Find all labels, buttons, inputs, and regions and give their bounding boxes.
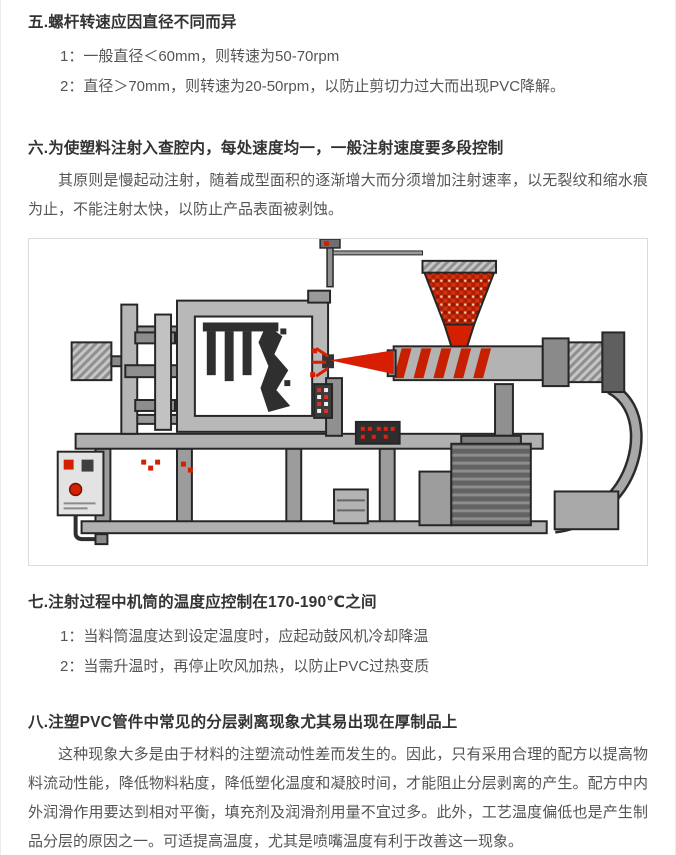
section-8-heading: 八.注塑PVC管件中常见的分层剥离现象尤其易出现在厚制品上 bbox=[28, 714, 458, 731]
hopper bbox=[319, 239, 498, 348]
list-item: 2：当需升温时，再停止吹风加热，以防止PVC过热变质 bbox=[60, 658, 430, 675]
list-item: 1：一般直径＜60mm，则转速为50-70rpm bbox=[60, 48, 340, 65]
control-pendant bbox=[313, 383, 334, 419]
rear-drive bbox=[541, 331, 626, 394]
clamping-unit bbox=[70, 303, 200, 435]
section-7-list: 1：当料筒温度达到设定温度时，应起动鼓风机冷却降温 2：当需升温时，再停止吹风加… bbox=[60, 622, 648, 682]
injection-unit bbox=[310, 345, 544, 437]
control-cabinet bbox=[56, 450, 109, 546]
hose-support-block bbox=[553, 490, 620, 531]
section-8-paragraph: 这种现象大多是由于材料的注塑流动性差而发生的。因此，只有采用合理的配方以提高物料… bbox=[28, 746, 648, 850]
section-barrel-temperature: 七.注射过程中机筒的温度应控制在170-190℃之间 1：当料筒温度达到设定温度… bbox=[28, 592, 648, 682]
section-6-paragraph: 其原则是慢起动注射，随着成型面积的逐渐增大而分须增加注射速率，以无裂纹和缩水痕为… bbox=[28, 172, 648, 218]
mold bbox=[175, 289, 335, 433]
section-injection-speed: 六.为使塑料注射入查腔内，每处速度均一，一般注射速度要多段控制 其原则是慢起动注… bbox=[28, 138, 648, 224]
section-5-heading: 五.螺杆转速应因直径不同而异 bbox=[28, 14, 237, 31]
section-screw-speed: 五.螺杆转速应因直径不同而异 1：一般直径＜60mm，则转速为50-70rpm … bbox=[28, 12, 648, 102]
display-panel bbox=[354, 420, 401, 445]
motor bbox=[418, 434, 620, 531]
section-5-list: 1：一般直径＜60mm，则转速为50-70rpm 2：直径＞70mm，则转速为2… bbox=[60, 42, 648, 102]
base-frame bbox=[74, 432, 548, 535]
list-item: 2：直径＞70mm，则转速为20-50rpm，以防止剪切力过大而出现PVC降解。 bbox=[60, 78, 566, 95]
section-6-heading: 六.为使塑料注射入查腔内，每处速度均一，一般注射速度要多段控制 bbox=[28, 140, 504, 157]
list-item: 1：当料筒温度达到设定温度时，应起动鼓风机冷却降温 bbox=[60, 628, 429, 645]
feed-pipe bbox=[326, 242, 334, 288]
section-7-heading: 七.注射过程中机筒的温度应控制在170-190℃之间 bbox=[28, 594, 377, 611]
melt-stream bbox=[330, 350, 394, 375]
section-delamination: 八.注塑PVC管件中常见的分层剥离现象尤其易出现在厚制品上 这种现象大多是由于材… bbox=[28, 712, 648, 855]
figure-injection-molding-machine bbox=[28, 238, 648, 566]
injection-molding-machine-illustration bbox=[56, 239, 643, 546]
